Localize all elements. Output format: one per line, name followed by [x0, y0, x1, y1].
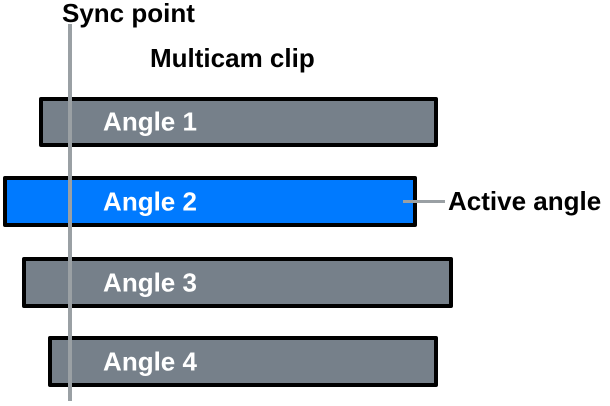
active-angle-label: Active angle: [448, 186, 602, 216]
angle-bar-3: Angle 3: [22, 257, 453, 308]
multicam-clip-title: Multicam clip: [150, 43, 315, 73]
active-angle-callout-line: [403, 200, 445, 203]
angle-bar-4-label: Angle 4: [103, 346, 197, 376]
angle-bar-3-label: Angle 3: [103, 267, 197, 297]
angle-bar-1: Angle 1: [39, 97, 438, 147]
angle-bar-2-label: Angle 2: [103, 186, 197, 216]
sync-point-line: [68, 24, 72, 401]
angle-bar-2: Angle 2: [3, 176, 417, 227]
sync-point-label: Sync point: [62, 0, 195, 28]
angle-bar-1-label: Angle 1: [103, 106, 197, 137]
angle-bar-4: Angle 4: [48, 336, 438, 387]
